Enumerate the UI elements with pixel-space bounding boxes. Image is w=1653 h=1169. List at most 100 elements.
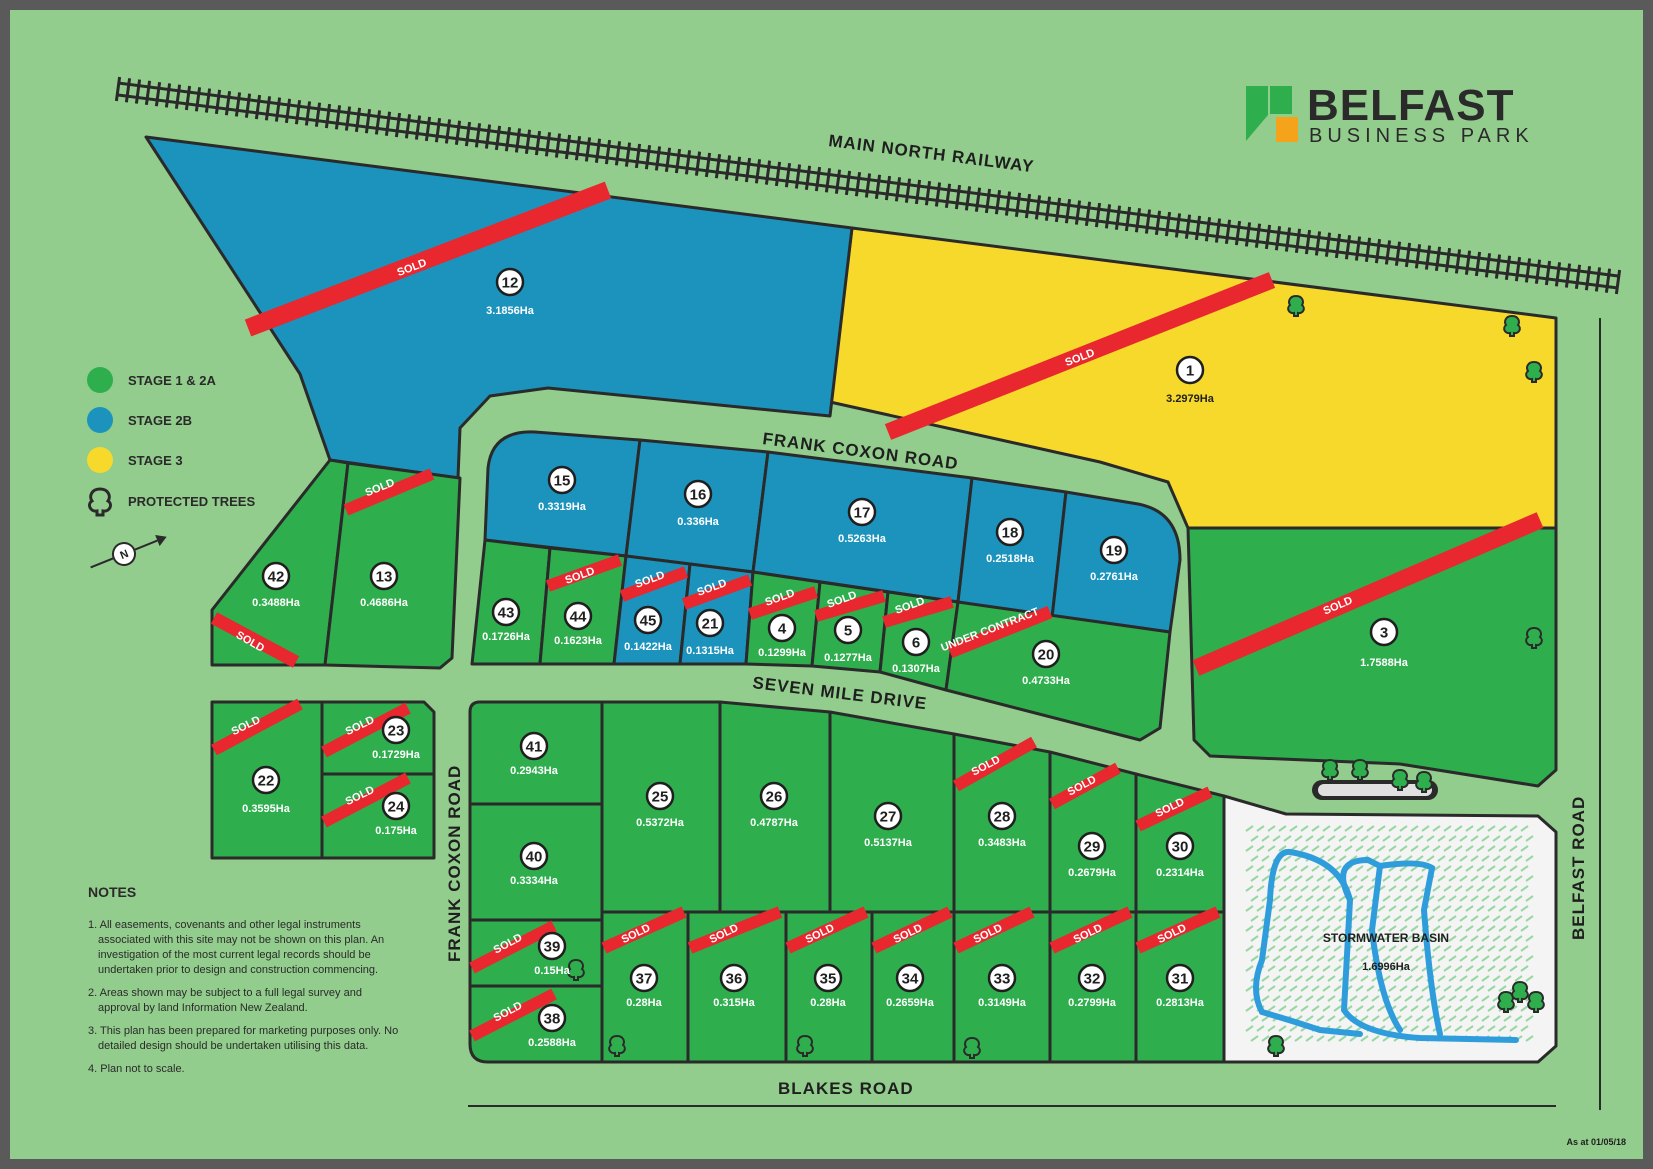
lot-label-35: 350.28Ha [810, 963, 847, 1009]
sold-band-lot-13 [343, 468, 435, 516]
lot-label-12: 123.1856Ha [486, 267, 535, 317]
lot-area: 0.5137Ha [864, 837, 913, 849]
lot-label-1: 13.2979Ha [1166, 355, 1215, 405]
lot-area: 0.2679Ha [1068, 867, 1117, 879]
basin-title: STORMWATER BASIN [1323, 931, 1449, 945]
lot-18[interactable] [956, 476, 1068, 620]
lot-label-38: 380.2588Ha [528, 1003, 577, 1049]
lot-area: 0.2659Ha [886, 997, 935, 1009]
lot-number-badge [987, 801, 1017, 831]
lot-number: 3 [1380, 625, 1388, 642]
lot-number: 6 [912, 635, 920, 652]
lot-number: 13 [376, 569, 393, 586]
protected-tree-icon [1511, 980, 1529, 1003]
sold-band-lot-31 [1135, 906, 1221, 954]
lot-number: 19 [1106, 543, 1123, 560]
lot-number-badge [813, 963, 843, 993]
lot-number-badge [629, 963, 659, 993]
legend: STAGE 1 & 2A STAGE 2B STAGE 3 PROTECTED … [87, 367, 255, 569]
lot-area: 0.315Ha [713, 997, 755, 1009]
lot-24[interactable] [320, 772, 436, 860]
sold-band-lot-38 [469, 988, 557, 1042]
lot-number-badge [1369, 617, 1399, 647]
lot-number-badge [683, 479, 713, 509]
road-edges [468, 318, 1601, 1110]
lot-area: 0.336Ha [677, 516, 719, 528]
north-arrow-icon: N [90, 534, 167, 569]
lot-label-19: 190.2761Ha [1090, 535, 1139, 583]
lot-number: 39 [544, 939, 561, 956]
lot-label-30: 300.2314Ha [1156, 831, 1205, 879]
lot-label-27: 270.5137Ha [864, 801, 913, 849]
lot-label-42: 420.3488Ha [252, 561, 301, 609]
protected-tree-icon [796, 1034, 814, 1057]
lot-number: 38 [544, 1011, 561, 1028]
lot-area: 0.1277Ha [824, 652, 873, 664]
lot-number-badge [537, 1003, 567, 1033]
lot-number: 5 [844, 623, 852, 640]
sold-band-lot-6 [882, 596, 954, 628]
lot-number-badge [995, 517, 1025, 547]
lot-label-43: 430.1726Ha [482, 597, 531, 643]
note-1-line: 1. All easements, covenants and other le… [88, 919, 361, 931]
lot-number-badge [381, 791, 411, 821]
lot-number-badge [895, 963, 925, 993]
lot-area: 0.3319Ha [538, 501, 587, 513]
lot-38[interactable] [468, 984, 604, 1064]
lot-number: 45 [640, 613, 657, 630]
lot-area: 0.2943Ha [510, 765, 559, 777]
lot-label-17: 170.5263Ha [838, 497, 887, 545]
belfast-logo: BELFAST BUSINESS PARK [1246, 81, 1534, 147]
protected-tree-icon [963, 1036, 981, 1059]
lot-area: 0.3149Ha [978, 997, 1027, 1009]
lot-label-40: 400.3334Ha [510, 841, 559, 887]
protected-tree-icon [1527, 990, 1545, 1013]
lot-area: 0.2799Ha [1068, 997, 1117, 1009]
lot-area: 0.1299Ha [758, 647, 807, 659]
lot-number-badge [547, 465, 577, 495]
lot-12[interactable] [144, 135, 854, 480]
lot-number: 18 [1002, 525, 1019, 542]
sold-band-lot-36 [687, 906, 783, 954]
sold-band-lot-44 [545, 554, 623, 592]
note-4-line: 4. Plan not to scale. [88, 1063, 185, 1075]
lot-label-24: 240.175Ha [375, 791, 418, 837]
lot-number-badge [369, 561, 399, 591]
stormwater-basin[interactable] [1222, 794, 1558, 1064]
lot-area: 0.1422Ha [624, 641, 673, 653]
lot-number: 40 [526, 849, 543, 866]
note-3-line: 3. This plan has been prepared for marke… [88, 1025, 398, 1037]
sold-band-lot-30 [1135, 786, 1213, 832]
protected-tree-icon [1287, 294, 1305, 317]
lot-3[interactable] [1186, 526, 1558, 788]
lot-number-badge [261, 561, 291, 591]
protected-tree-icon [1351, 758, 1369, 781]
protected-tree-icon [1525, 360, 1543, 383]
lot-label-18: 18 0.2518Ha [986, 517, 1035, 565]
lot-number: 17 [854, 505, 871, 522]
lot-area: 0.1729Ha [372, 749, 421, 761]
lot-area: 3.1856Ha [486, 305, 535, 317]
lot-number-badge [695, 608, 725, 638]
lot-number-badge [759, 781, 789, 811]
lot-label-32: 320.2799Ha [1068, 963, 1117, 1009]
legend-label-stage1: STAGE 1 & 2A [128, 373, 217, 388]
sold-band-lot-29 [1049, 762, 1121, 810]
protected-tree-icon [1267, 1034, 1285, 1057]
lot-number-badge [251, 765, 281, 795]
protected-tree-icon [608, 1034, 626, 1057]
lot-label-26: 260.4787Ha [750, 781, 799, 829]
lot-label-22: 220.3595Ha [242, 765, 291, 815]
lot-number: 22 [258, 773, 275, 790]
lot-number-badge [563, 601, 593, 631]
lot-label-3: 31.7588Ha [1360, 617, 1409, 669]
lot-area: 0.2518Ha [986, 553, 1035, 565]
lot-number: 25 [652, 789, 669, 806]
logo-sub: BUSINESS PARK [1309, 125, 1534, 147]
lot-number: 1 [1186, 363, 1194, 380]
lot-number-badge [381, 715, 411, 745]
lot-label-13: 130.4686Ha [360, 561, 409, 609]
note-3-line: detailed design should be undertaken uti… [98, 1040, 368, 1052]
sold-band-lot-32 [1049, 906, 1133, 954]
lot-number-badge [519, 731, 549, 761]
